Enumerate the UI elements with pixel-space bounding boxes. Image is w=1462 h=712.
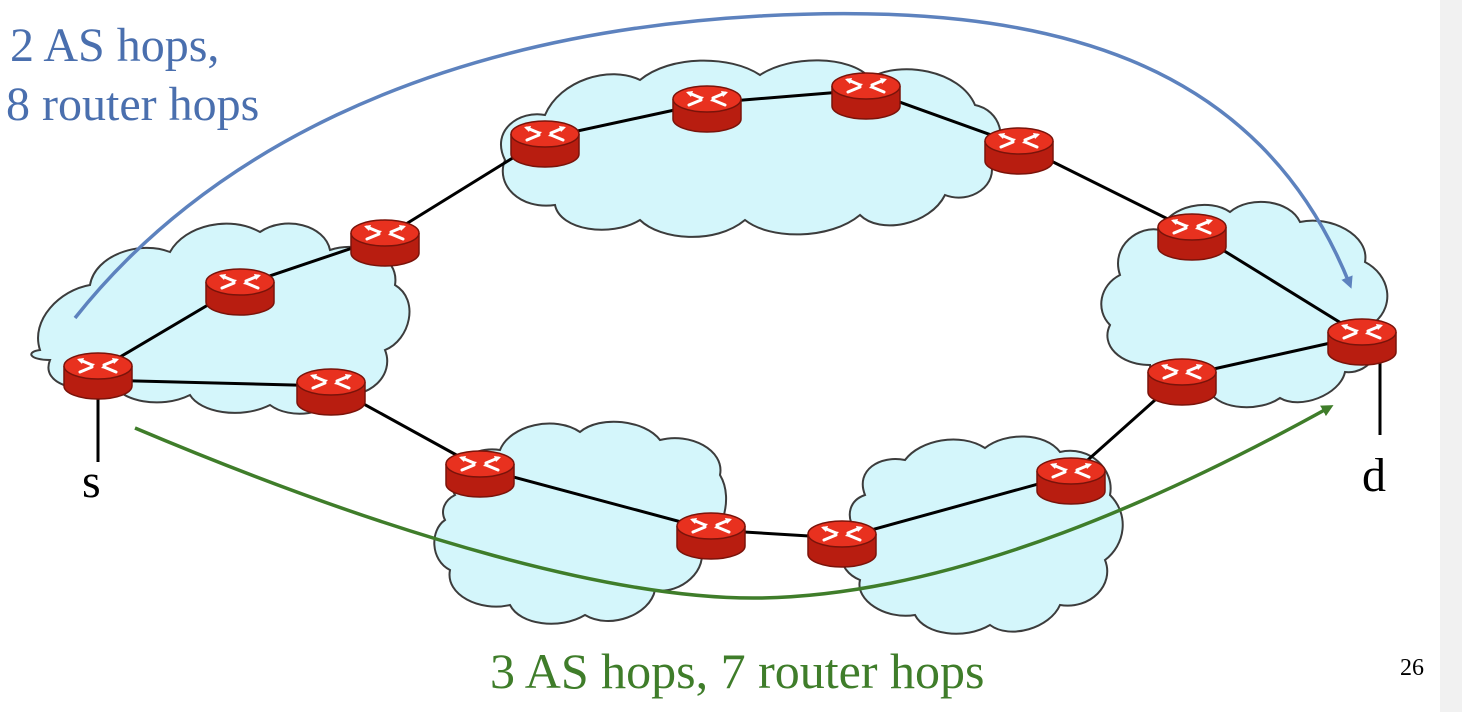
router-icon: [62, 351, 134, 401]
bottom-path-label: 3 AS hops, 7 router hops: [490, 643, 985, 699]
router-icon: [204, 267, 276, 317]
link: [97, 378, 332, 388]
router-icon: [1035, 456, 1107, 506]
router-icon: [675, 511, 747, 561]
router-icon: [509, 119, 581, 169]
destination-label: d: [1362, 449, 1386, 502]
link: [841, 473, 1072, 540]
top-path-label-line1: 2 AS hops,: [10, 19, 220, 72]
top-path-label-line2: 8 router hops: [6, 78, 260, 131]
cloud-icon: [1100, 200, 1389, 409]
slide-edge-strip: [1440, 0, 1462, 712]
router-icon: [295, 367, 367, 417]
router-icon: [444, 449, 516, 499]
router-icon: [1146, 357, 1218, 407]
router-icon: [830, 71, 902, 121]
router-icon: [983, 126, 1055, 176]
top-path-arrow: [73, 11, 1353, 320]
router-icon: [349, 218, 421, 268]
page-number: 26: [1400, 655, 1424, 681]
source-label: s: [82, 455, 101, 508]
router-icon: [1326, 317, 1398, 367]
router-icon: [671, 84, 743, 134]
bottom-path-arrow: [134, 405, 1334, 600]
link: [479, 466, 712, 532]
router-icon: [806, 519, 878, 569]
router-icon: [1156, 212, 1228, 262]
